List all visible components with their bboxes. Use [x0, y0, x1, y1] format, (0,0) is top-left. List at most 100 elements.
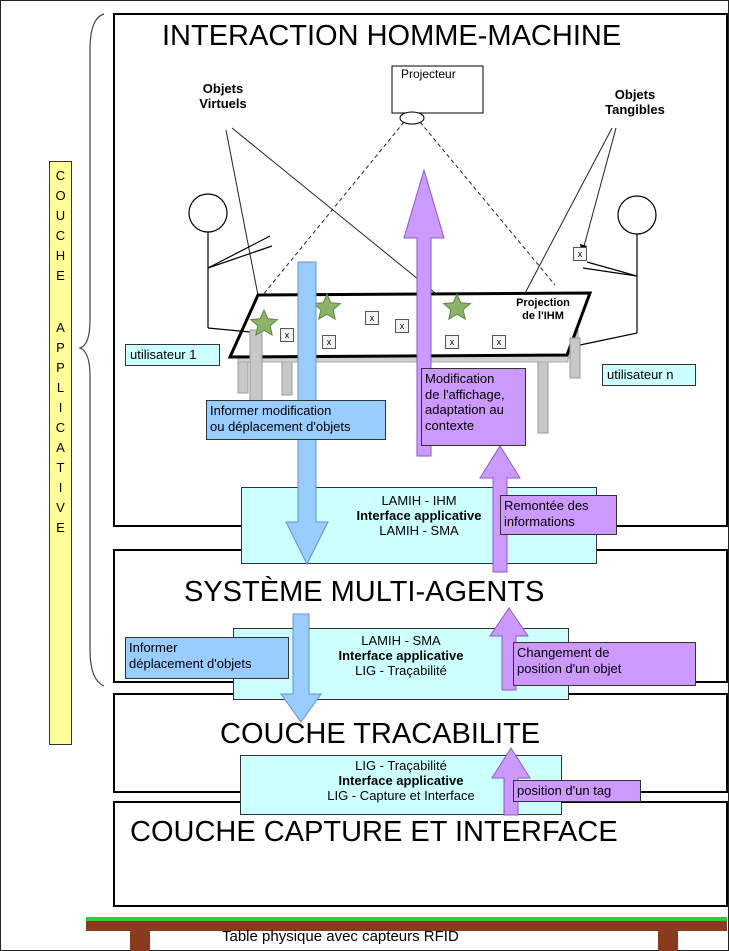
inform-modification-line: Informer modification [210, 403, 332, 418]
user-n-label: utilisateur n [602, 364, 696, 386]
display-modification-line: contexte [425, 417, 475, 433]
physical-table-label: Table physique avec capteurs RFID [222, 928, 459, 945]
virtual-objects-line: Objets [202, 81, 244, 96]
position-change-box: Changement de position d'un objet [513, 642, 696, 686]
side-letter: V [56, 500, 65, 515]
tag-cube-glyph: x [326, 337, 332, 347]
tag-cube: x [492, 335, 506, 349]
side-letter: P [56, 360, 65, 375]
table-leg-physical-right [658, 931, 678, 951]
user-n-arm-b [582, 267, 638, 277]
side-letter: P [56, 340, 65, 355]
tag-position-box: position d'un tag [513, 780, 641, 802]
star-virtual-object-1 [249, 308, 279, 337]
interface-sma-tracability-top: LAMIH - SMA [361, 633, 441, 648]
interface-tracability-capture-middle: Interface applicative [338, 773, 464, 788]
capture-layer-box [113, 801, 728, 907]
table-leg-right-front [537, 357, 549, 434]
tag-cube-glyph: x [577, 249, 583, 259]
user-n-leg [579, 332, 638, 346]
projection-line-left [261, 121, 405, 297]
side-letter: O [55, 188, 66, 203]
tag-cube: x [395, 319, 409, 333]
capture-layer-title: COUCHE CAPTURE ET INTERFACE [130, 816, 618, 848]
tag-cube: x [573, 247, 587, 261]
tangible-objects-label: Objets Tangibles [595, 87, 675, 118]
interface-ihm-sma-top: LAMIH - IHM [381, 493, 457, 508]
user-1-label: utilisateur 1 [125, 344, 220, 366]
side-letter: A [56, 440, 65, 455]
tag-cube-glyph: x [369, 313, 375, 323]
interface-ihm-sma-bottom: LAMIH - SMA [379, 523, 459, 538]
tangible-objects-line: Tangibles [605, 101, 665, 117]
side-letter: C [55, 168, 66, 183]
ihm-layer-title: INTERACTION HOMME-MACHINE [162, 20, 622, 52]
side-letter: A [56, 320, 65, 335]
tag-cube: x [322, 335, 336, 349]
inform-displacement-line: Informer [129, 640, 178, 655]
side-letter: E [56, 520, 65, 535]
projector-label: Projecteur [401, 67, 456, 81]
inform-modification-line: ou déplacement d'objets [210, 418, 351, 434]
sma-layer-title: SYSTÈME MULTI-AGENTS [184, 576, 545, 608]
user-n-chair [569, 337, 581, 379]
display-modification-line: de l'affichage, [425, 386, 505, 402]
table-leg-left [237, 357, 249, 394]
user-1-head [188, 193, 228, 233]
tag-cube: x [280, 328, 294, 342]
tangible-objects-line: Objets [614, 87, 656, 102]
projection-line-right [419, 121, 556, 286]
interface-sma-tracability-bottom: LIG - Traçabilité [355, 663, 447, 678]
projector-lens [399, 111, 425, 125]
side-letter: T [56, 460, 65, 475]
tag-cube-glyph: x [399, 321, 405, 331]
star-virtual-object-3 [442, 292, 472, 321]
display-modification-box: Modification de l'affichage, adaptation … [421, 368, 526, 446]
user-n-arm-a [586, 261, 638, 277]
side-letter: C [55, 228, 66, 243]
interface-tracability-capture-top: LIG - Traçabilité [355, 758, 447, 773]
virtual-objects-line: Virtuels [199, 95, 247, 111]
tag-cube-glyph: x [284, 330, 290, 340]
tag-cube-glyph: x [449, 337, 455, 347]
projection-line: de l'IHM [522, 309, 564, 322]
pointer-tangible-2 [582, 127, 617, 251]
side-letter: U [55, 208, 66, 223]
position-change-line: Changement de [517, 645, 610, 660]
pointer-virtual-star [225, 129, 263, 317]
table-leg-physical-left [130, 931, 150, 951]
table-leg-mid [281, 359, 293, 396]
projection-line: Projection [516, 297, 570, 309]
side-letter: H [55, 248, 66, 263]
inform-displacement-box: Informer déplacement d'objets [125, 637, 289, 679]
interface-ihm-sma-middle: Interface applicative [356, 508, 482, 523]
inform-modification-box: Informer modification ou déplacement d'o… [206, 400, 386, 440]
tracability-layer-title: COUCHE TRACABILITE [220, 718, 541, 750]
inform-displacement-line: déplacement d'objets [129, 655, 252, 671]
info-feedback-line: informations [504, 513, 575, 529]
info-feedback-box: Remontée des informations [500, 495, 617, 535]
projector-box [391, 65, 484, 114]
side-letter: I [58, 480, 63, 495]
side-letter: L [56, 380, 65, 395]
curly-brace [78, 13, 105, 687]
user-n-head [617, 195, 657, 235]
user-1-arm-a [207, 235, 271, 269]
application-layer-label: C O U C H E A P P L I C A T I V E [49, 161, 72, 745]
interface-sma-tracability-middle: Interface applicative [338, 648, 464, 663]
user-1-arm-b [207, 245, 273, 269]
tag-cube: x [445, 335, 459, 349]
tag-cube-glyph: x [496, 337, 502, 347]
virtual-objects-label: Objets Virtuels [188, 81, 258, 112]
side-letter: I [58, 400, 63, 415]
side-letter: E [56, 268, 65, 283]
tag-cube: x [365, 311, 379, 325]
table-edge [86, 917, 727, 921]
info-feedback-line: Remontée des [504, 498, 589, 513]
table-top-physical [86, 921, 727, 931]
position-change-line: position d'un objet [517, 660, 622, 676]
interface-tracability-capture-bottom: LIG - Capture et Interface [327, 788, 475, 803]
projection-label: Projection de l'IHM [505, 297, 581, 322]
display-modification-line: adaptation au [425, 402, 504, 418]
